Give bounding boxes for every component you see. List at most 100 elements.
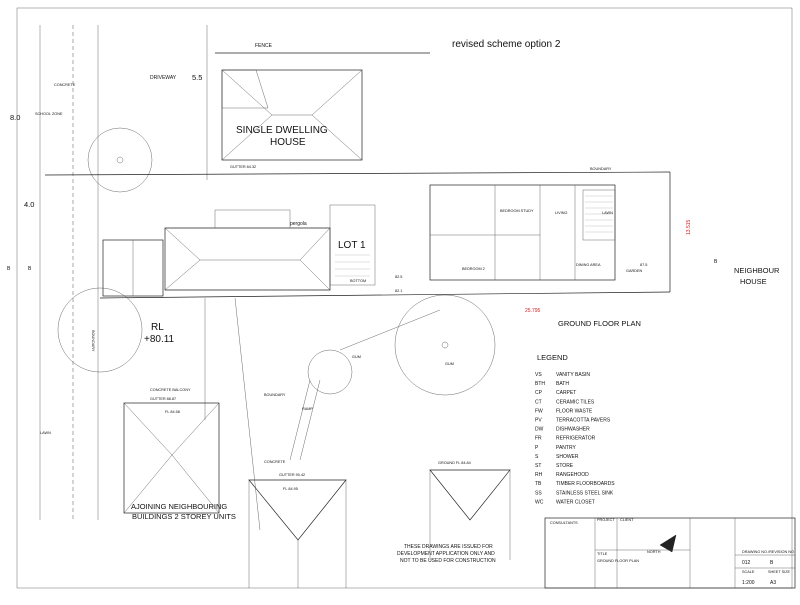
concrete-mid-label: CONCRETE (264, 460, 286, 464)
living-label: LIVING (555, 211, 567, 215)
dining-area-label: DINING AREA (576, 263, 601, 267)
pergola-label: pergola (290, 221, 307, 227)
concrete-balcony-label: CONCRETE BALCONY (150, 388, 191, 392)
plan-title: revised scheme option 2 (452, 39, 561, 50)
garden-label: GARDEN (626, 269, 643, 273)
legend-code: WC (535, 499, 544, 505)
gum-label-1: GUM (445, 362, 454, 366)
lawn-room-label: LAWN (602, 211, 613, 215)
neighbour-roof-left (123, 402, 220, 514)
gum-tree-2 (307, 349, 353, 395)
rl-value: +80.11 (144, 334, 175, 345)
legend-desc: STAINLESS STEEL SINK (556, 490, 614, 496)
legend-desc: VANITY BASIN (556, 372, 590, 378)
tb-scale: 1:200 (742, 580, 755, 586)
legend-desc: FLOOR WASTE (556, 408, 593, 414)
lot-label: LOT 1 (338, 240, 366, 251)
ramp-line-2 (299, 379, 321, 461)
boundary-top (44, 171, 671, 176)
legend-desc: RANGEHOOD (556, 472, 589, 478)
legend-desc: BATH (556, 381, 569, 387)
house-label: HOUSE (270, 137, 306, 148)
dim-87-5: 87.5 (640, 263, 647, 267)
gutter-top-label: GUTTER 84.32 (230, 165, 256, 169)
concrete-top-label: CONCRETE (54, 83, 76, 87)
legend-desc: REFRIGERATOR (556, 436, 596, 442)
school-zone-label: SCHOOL ZONE (35, 112, 63, 116)
lawn-area (582, 189, 616, 241)
gum-trunk-1 (441, 341, 449, 349)
legend-code: DW (535, 427, 544, 433)
gum-label-2: GUM (352, 355, 361, 359)
legend-code: P (535, 445, 539, 451)
notice-line-1: THESE DRAWINGS ARE ISSUED FOR (404, 544, 493, 550)
single-dwelling-roof (221, 69, 363, 161)
legend-code: FR (535, 436, 542, 442)
legend-desc: WATER CLOSET (556, 499, 595, 505)
north-arrow: NORTH (647, 534, 677, 554)
tb-drawing-no: DRAWING NO./REVISION NO (742, 550, 794, 554)
legend-code: FW (535, 408, 543, 414)
tb-sheet-size: A3 (770, 580, 776, 586)
legend-code: CT (535, 399, 542, 405)
red-dim-b: 13.515 (686, 219, 692, 235)
red-dim-a: 25.795 (525, 308, 541, 314)
boundary-top-label: BOUNDARY (590, 167, 612, 171)
rl-label: RL (151, 322, 164, 333)
legend-desc: STORE (556, 463, 574, 469)
boundary-left-label: BOUNDARY (91, 330, 95, 352)
bedroom-study-label: BEDROOM STUDY (500, 209, 534, 213)
dim-5-5: 5.5 (192, 73, 202, 82)
dim-82-1: 82.1 (395, 289, 402, 293)
dim-8-0: 8.0 (10, 113, 20, 122)
legend-code: TB (535, 481, 542, 487)
tb-client: CLIENT (620, 518, 634, 522)
legend-code: ST (535, 463, 541, 469)
legend-code: SS (535, 490, 542, 496)
legend-desc: DISHWASHER (556, 427, 590, 433)
legend-title: LEGEND (537, 353, 568, 362)
fl-left-label: FL 84.58 (165, 410, 180, 414)
legend-desc: CERAMIC TILES (556, 399, 595, 405)
fl-mid-label: FL 84.95 (283, 487, 298, 491)
gutter-mid-label: GUTTER 90.42 (279, 473, 305, 477)
ground-fl-label: GROUND FL 84.84 (438, 461, 471, 465)
fence-label: FENCE (255, 43, 273, 49)
single-dwelling-label: SINGLE DWELLING (236, 125, 328, 136)
legend-desc: TIMBER FLOORBOARDS (556, 481, 615, 487)
courtyard-pavers (335, 254, 370, 277)
boundary-mid-label: BOUNDARY (264, 393, 286, 397)
section-b-right: B (28, 266, 32, 272)
notice-line-2: DEVELOPMENT APPLICATION ONLY AND (397, 551, 495, 557)
gutter-balcony-label: GUTTER 88.87 (150, 397, 176, 401)
ground-floor-plan-label: GROUND FLOOR PLAN (558, 319, 641, 328)
dim-82-5: 82.5 (395, 275, 402, 279)
tb-revision: B (770, 560, 774, 566)
ramp-label: RAMP (302, 407, 313, 411)
courtyard (329, 204, 376, 286)
bedroom-2-label: BEDROOM 2 (462, 267, 485, 271)
ramp-line-1 (289, 379, 311, 461)
tree-trunk-1 (116, 156, 124, 164)
title-block (544, 517, 796, 589)
driveway-label: DRIVEWAY (150, 75, 177, 81)
tree-canopy-1 (87, 127, 153, 193)
tb-project: PROJECT (597, 518, 615, 522)
legend-code: PV (535, 418, 542, 424)
legend-code: BTH (535, 381, 545, 387)
legend-desc: TERRACOTTA PAVERS (556, 418, 611, 424)
section-b-left: B (7, 266, 11, 272)
north-label: NORTH (647, 550, 661, 554)
legend-desc: PANTRY (556, 445, 576, 451)
legend-code: S (535, 454, 539, 460)
tb-title-value: GROUND FLOOR PLAN (597, 559, 639, 563)
section-b-far: B (714, 259, 718, 265)
lawn-left-label: LAWN (40, 431, 51, 435)
bottom-label: BOTTOM (350, 279, 366, 283)
gum-tree-1 (394, 294, 496, 396)
legend-desc: CARPET (556, 390, 576, 396)
